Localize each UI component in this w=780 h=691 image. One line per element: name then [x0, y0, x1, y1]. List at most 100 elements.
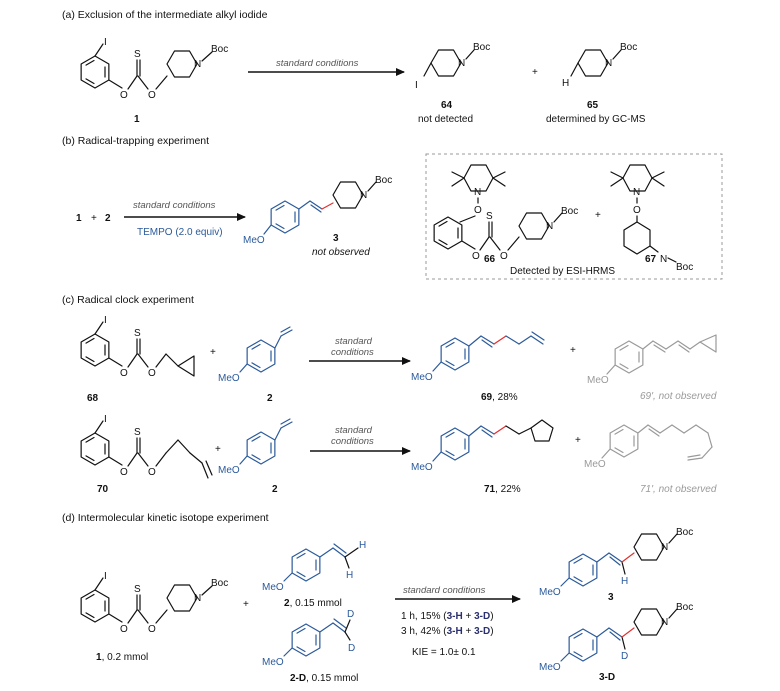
- oxygen-label: O: [120, 90, 128, 101]
- plus-sign: +: [243, 599, 249, 610]
- conditions-line2: conditions: [331, 436, 374, 447]
- plus-sign: +: [215, 444, 221, 455]
- deuterium-label: D: [348, 643, 355, 654]
- compound-69-label: 69, 28%: [481, 392, 518, 403]
- oxygen-label: O: [474, 205, 482, 216]
- methoxy-label: MeO: [218, 465, 240, 476]
- nitrogen-label: N: [458, 58, 465, 69]
- methoxy-label: MeO: [411, 372, 433, 383]
- sulfur-label: S: [134, 49, 141, 60]
- compound-2-structure-c2: MeO: [218, 418, 293, 476]
- compound-69prime-structure: MeO: [587, 334, 717, 386]
- sulfur-label: S: [134, 328, 141, 339]
- compound-2-structure-c1: MeO: [218, 326, 293, 384]
- oxygen-label: O: [148, 467, 156, 478]
- iodine-label: I: [104, 571, 107, 582]
- oxygen-label: O: [120, 467, 128, 478]
- nitrogen-label: N: [661, 542, 668, 553]
- compound-3D-label: 3-D: [599, 672, 615, 683]
- compound-69prime-label: 69', not observed: [640, 391, 717, 402]
- compound-70-label: 70: [97, 484, 109, 495]
- conditions-label: standard conditions: [403, 585, 486, 596]
- iodine-label: I: [415, 80, 418, 91]
- nitrogen-label: N: [661, 617, 668, 628]
- plus-sign: +: [575, 435, 581, 446]
- compound-67-structure: N O N Boc: [610, 164, 693, 273]
- oxygen-label: O: [148, 90, 156, 101]
- methoxy-label: MeO: [262, 657, 284, 668]
- deuterium-label: D: [621, 651, 628, 662]
- methoxy-label: MeO: [587, 375, 609, 386]
- methoxy-label: MeO: [539, 662, 561, 673]
- boc-label: Boc: [676, 262, 693, 273]
- conditions-top: standard conditions: [133, 200, 216, 211]
- sulfur-label: S: [486, 211, 493, 222]
- compound-69-structure: MeO: [411, 331, 545, 383]
- compound-2D-structure: MeO D D: [262, 609, 355, 668]
- methoxy-label: MeO: [539, 587, 561, 598]
- compound-70-structure: I O S O: [80, 414, 213, 479]
- nitrogen-label: N: [605, 58, 612, 69]
- nitrogen-label: N: [660, 254, 667, 265]
- hydrogen-label: H: [562, 78, 569, 89]
- boc-label: Boc: [211, 578, 228, 589]
- sulfur-label: S: [134, 427, 141, 438]
- detected-note: Detected by ESI-HRMS: [510, 266, 615, 277]
- nitrogen-label: N: [474, 187, 481, 198]
- compound-1-structure-a: I O S O N Boc: [80, 37, 228, 101]
- oxygen-label: O: [148, 624, 156, 635]
- plus-sign: +: [595, 210, 601, 221]
- plus-sign: +: [532, 67, 538, 78]
- oxygen-label: O: [120, 624, 128, 635]
- methoxy-label: MeO: [411, 462, 433, 473]
- section-c-title: (c) Radical clock experiment: [62, 294, 194, 306]
- compound-64-note: not detected: [418, 114, 473, 125]
- boc-label: Boc: [473, 42, 490, 53]
- oxygen-label: O: [500, 251, 508, 262]
- reactant-1-label: 1: [76, 213, 82, 224]
- iodine-label: I: [104, 414, 107, 425]
- compound-1-structure-d: I O S O N Boc: [80, 571, 228, 635]
- compound-1-label: 1: [134, 114, 140, 125]
- compound-3H-structure: MeO H N Boc: [539, 527, 693, 598]
- compound-71-structure: MeO: [411, 419, 554, 473]
- compound-3D-structure: MeO D N Boc: [539, 602, 693, 673]
- compound-3-label-d: 3: [608, 592, 614, 603]
- compound-67-label: 67: [645, 254, 657, 265]
- compound-2-label: 2: [267, 393, 273, 404]
- plus-sign: +: [210, 347, 216, 358]
- compound-65-label: 65: [587, 100, 599, 111]
- compound-2D-label: 2-D, 0.15 mmol: [290, 673, 358, 684]
- oxygen-label: O: [120, 368, 128, 379]
- compound-66-structure: N O O S O N Boc: [433, 164, 578, 262]
- methoxy-label: MeO: [262, 582, 284, 593]
- compound-3-note: not observed: [312, 247, 370, 258]
- plus-sign: +: [570, 345, 576, 356]
- nitrogen-label: N: [546, 221, 553, 232]
- compound-2-structure-d: MeO H H: [262, 540, 366, 593]
- compound-3-structure-b: MeO N Boc: [243, 175, 392, 246]
- boc-label: Boc: [620, 42, 637, 53]
- boc-label: Boc: [676, 527, 693, 538]
- boc-label: Boc: [211, 44, 228, 55]
- deuterium-label: D: [347, 609, 354, 620]
- nitrogen-label: N: [633, 187, 640, 198]
- compound-66-label: 66: [484, 254, 496, 265]
- compound-64-structure: N Boc I: [415, 42, 490, 91]
- hydrogen-label: H: [621, 576, 628, 587]
- iodine-label: I: [104, 37, 107, 48]
- kie-value: KIE = 1.0± 0.1: [412, 647, 476, 658]
- conditions-line2: conditions: [331, 347, 374, 358]
- nitrogen-label: N: [194, 59, 201, 70]
- result-line-1: 1 h, 15% (3-H + 3-D): [401, 611, 494, 622]
- conditions-label: standard conditions: [276, 58, 359, 69]
- oxygen-label: O: [472, 251, 480, 262]
- nitrogen-label: N: [360, 190, 367, 201]
- result-line-2: 3 h, 42% (3-H + 3-D): [401, 626, 494, 637]
- reactant-2-label: 2: [105, 213, 111, 224]
- compound-3-label: 3: [333, 233, 339, 244]
- compound-2-label-d: 2, 0.15 mmol: [284, 598, 342, 609]
- conditions-tempo: TEMPO (2.0 equiv): [137, 227, 223, 238]
- plus-sign: +: [91, 213, 97, 224]
